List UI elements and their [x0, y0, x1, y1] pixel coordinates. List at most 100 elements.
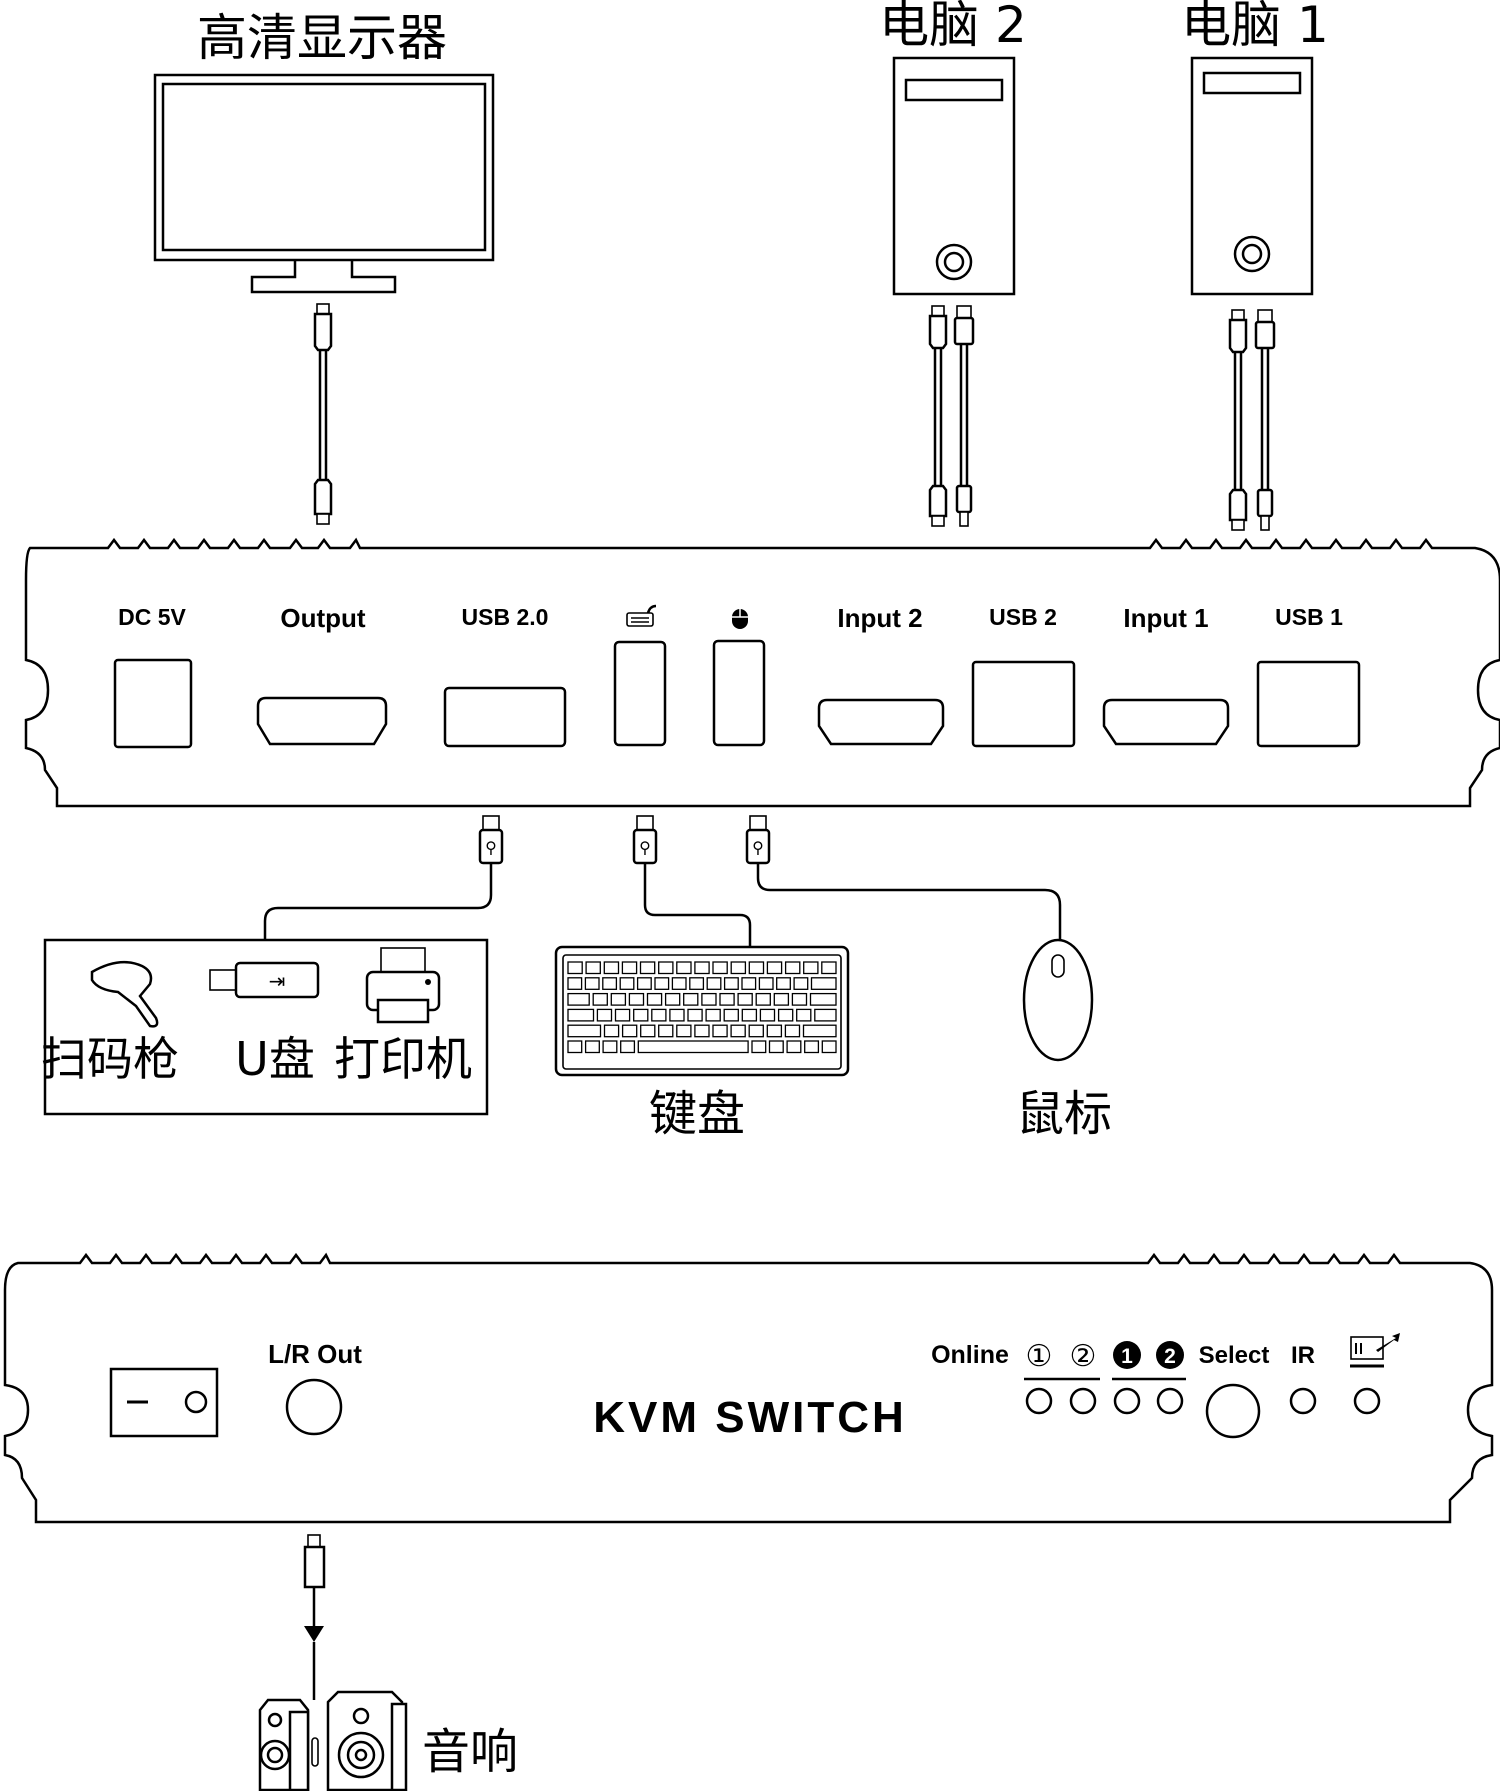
peripheral-cables: ⚲ ⚲ ⚲: [263, 815, 1062, 947]
keyboard-key: [633, 1008, 649, 1022]
keyboard-key: [664, 992, 681, 1006]
keyboard-key: [737, 992, 753, 1006]
keyboard-key: [596, 1008, 613, 1022]
keyboard-key: [639, 961, 656, 975]
keyboard-key: [759, 1008, 776, 1022]
keyboard-key: [654, 977, 670, 990]
screen-pointer-icon: [1350, 1333, 1400, 1368]
keyboard-key: [694, 1024, 710, 1038]
keyboard-key: [809, 992, 837, 1006]
keyboard-key: [741, 1008, 758, 1022]
mouse-label: 鼠标: [1016, 1086, 1112, 1142]
online-led-2: [1069, 1387, 1097, 1415]
keyboard-key: [567, 992, 590, 1006]
speakers: 音响: [258, 1690, 518, 1791]
keyboard-key: [567, 977, 583, 990]
pc-2-cables: [928, 305, 975, 527]
keyboard-key: [706, 977, 722, 990]
printer-label: 打印机: [334, 1032, 472, 1086]
keyboard-icon: [626, 604, 657, 627]
keyboard-key: [602, 1040, 618, 1054]
keyboard-key: [636, 977, 652, 990]
keyboard-key: [658, 1024, 674, 1038]
keyboard-key: [810, 977, 837, 990]
port-label-output: Output: [280, 603, 366, 633]
keyboard-key: [683, 992, 699, 1006]
select-button[interactable]: [1205, 1383, 1261, 1439]
keyboard-label: 键盘: [649, 1086, 745, 1142]
online-led-2-label: ②: [1070, 1339, 1097, 1374]
keyboard-key: [676, 961, 692, 975]
keyboard-key: [701, 992, 717, 1006]
keyboard-key: [676, 1024, 692, 1038]
keyboard-key: [773, 992, 790, 1006]
keyboard-key: [712, 961, 728, 975]
hdmi-cable-monitor: [313, 303, 333, 525]
keyboard-key: [694, 961, 710, 975]
select-label: Select: [1199, 1342, 1270, 1369]
online-label: Online: [931, 1341, 1009, 1369]
port-label-input2: Input 2: [837, 603, 922, 633]
keyboard-key: [784, 1024, 801, 1038]
port-label-usb1: USB 1: [1275, 604, 1343, 630]
active-1-label: 1: [1121, 1345, 1133, 1368]
keyboard-key: [776, 977, 791, 990]
keyboard-key: [621, 1024, 638, 1038]
keyboard-key: [640, 1024, 656, 1038]
power-switch[interactable]: [109, 1367, 219, 1438]
keyboard-key: [803, 961, 819, 975]
keyboard-key: [748, 1024, 764, 1038]
barcode-scanner-icon: [90, 960, 159, 1028]
usb-peripherals-box: ⇥ 扫码枪 U盘 打印机: [41, 938, 489, 1116]
keyboard-key: [791, 992, 808, 1006]
keyboard-key: [567, 961, 583, 975]
hdmi-input2-port[interactable]: [817, 698, 945, 746]
keyboard-key: [766, 961, 783, 975]
keyboard-key: [567, 1040, 583, 1054]
audio-out-jack[interactable]: [285, 1378, 343, 1436]
hotkey-led: [1353, 1387, 1381, 1415]
keyboard-key: [814, 1008, 837, 1022]
dc-power-jack[interactable]: [113, 658, 193, 749]
pc-2: 电脑 2: [879, 0, 1027, 296]
keyboard-key: [619, 977, 635, 990]
hdmi-output-port[interactable]: [256, 696, 388, 746]
keyboard-key: [751, 1040, 767, 1054]
keyboard-key: [621, 961, 638, 975]
usb2-port[interactable]: [971, 660, 1076, 748]
active-led-2: [1156, 1387, 1184, 1415]
keyboard-key: [777, 1008, 794, 1022]
keyboard-key: [610, 992, 627, 1006]
keyboard: 键盘: [554, 945, 850, 1142]
keyboard-key: [768, 1040, 784, 1054]
front-panel: L/R Out KVM SWITCH Online ① ② 1 2 Select…: [3, 1252, 1494, 1524]
audio-out-label: L/R Out: [268, 1339, 362, 1369]
keyboard-key: [637, 1040, 749, 1054]
mouse-usb-port[interactable]: [712, 639, 766, 747]
usb20-port[interactable]: [443, 686, 567, 748]
brand-title: KVM SWITCH: [593, 1393, 907, 1442]
hdmi-input1-port[interactable]: [1102, 698, 1230, 746]
mouse-icon: [732, 609, 748, 629]
keyboard-key: [766, 1024, 783, 1038]
keyboard-key: [730, 961, 747, 975]
svg-text:⇥: ⇥: [269, 969, 286, 993]
active-2-label: 2: [1164, 1345, 1176, 1368]
keyboard-key: [793, 977, 809, 990]
svg-text:⚲: ⚲: [639, 838, 651, 857]
online-led-1: [1025, 1387, 1053, 1415]
keyboard-usb-port[interactable]: [613, 640, 667, 747]
keyboard-key: [628, 992, 645, 1006]
keyboard-key: [802, 1024, 837, 1038]
port-label-usb20: USB 2.0: [462, 604, 549, 630]
keyboard-key: [804, 1040, 820, 1054]
keyboard-key: [821, 1040, 837, 1054]
printer-icon: [365, 947, 441, 1024]
monitor-label: 高清显示器: [197, 9, 447, 67]
keyboard-key: [786, 1040, 802, 1054]
pc-2-label: 电脑 2: [879, 0, 1027, 54]
rear-panel: DC 5V Output USB 2.0 Input 2 USB 2: [24, 537, 1500, 808]
usb1-port[interactable]: [1256, 660, 1361, 748]
keyboard-key: [821, 961, 837, 975]
